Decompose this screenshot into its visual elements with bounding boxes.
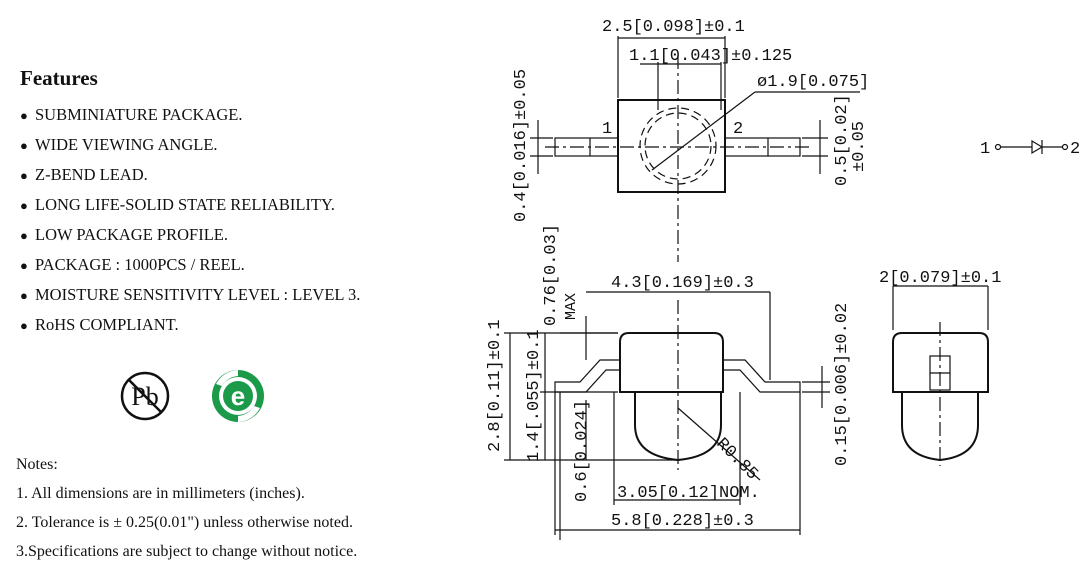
dim-top-inner: 1.1[0.043]±0.125 — [629, 47, 792, 66]
note-item: 2. Tolerance is ± 0.25(0.01") unless oth… — [16, 514, 353, 531]
dim-max-label: MAX — [563, 293, 580, 320]
dim-lead-pitch: 3.05[0.12]NOM. — [617, 484, 760, 503]
feature-item: ●LOW PACKAGE PROFILE. — [20, 220, 460, 250]
features-list: ●SUBMINIATURE PACKAGE. ●WIDE VIEWING ANG… — [20, 100, 460, 340]
bullet-icon: ● — [20, 228, 28, 243]
features-title: Features — [20, 66, 98, 90]
pin-1-label: 1 — [602, 120, 612, 139]
dim-lead-offset: 0.6[0.024] — [573, 400, 592, 502]
bullet-icon: ● — [20, 288, 28, 303]
bullet-icon: ● — [20, 108, 28, 123]
diode-schematic: 1 2 — [980, 139, 1080, 159]
side-view: 2[0.079]±0.1 — [879, 269, 1001, 466]
bullet-icon: ● — [20, 318, 28, 333]
notes-title: Notes: — [16, 456, 58, 473]
feature-item: ●WIDE VIEWING ANGLE. — [20, 130, 460, 160]
front-view: R0.85 4.3[0.169]±0.3 0.76[0.03] MAX 2.8[… — [486, 224, 852, 540]
dim-lead-right-b: ±0.05 — [850, 121, 869, 172]
dim-total-height: 2.8[0.11]±0.1 — [486, 319, 505, 452]
feature-item: ●LONG LIFE-SOLID STATE RELIABILITY. — [20, 190, 460, 220]
bullet-icon: ● — [20, 198, 28, 213]
bullet-icon: ● — [20, 258, 28, 273]
dim-height-max: 0.76[0.03] — [542, 224, 561, 326]
bullet-icon: ● — [20, 138, 28, 153]
note-item: 3.Specifications are subject to change w… — [16, 543, 358, 560]
top-view: 2.5[0.098]±0.1 1.1[0.043]±0.125 ø1.9[0.0… — [512, 18, 869, 262]
pb-free-icon: Pb — [120, 371, 170, 421]
dim-lens-dia: ø1.9[0.075] — [757, 73, 869, 92]
feature-item: ●SUBMINIATURE PACKAGE. — [20, 100, 460, 130]
dim-total-width: 5.8[0.228]±0.3 — [611, 512, 754, 531]
feature-item: ●RoHS COMPLIANT. — [20, 310, 460, 340]
dim-lead-left: 0.4[0.016]±0.05 — [512, 69, 531, 222]
feature-item: ●PACKAGE : 1000PCS / REEL. — [20, 250, 460, 280]
dim-radius: R0.85 — [712, 435, 762, 485]
dim-body-width: 4.3[0.169]±0.3 — [611, 274, 754, 293]
green-e-icon: e — [212, 370, 264, 422]
schematic-pin-b: 2 — [1070, 140, 1080, 159]
dim-body-height: 1.4[.055]±0.1 — [525, 329, 544, 462]
compliance-logos: Pb e — [120, 370, 264, 422]
dim-lead-thickness: 0.15[0.006]±0.02 — [833, 303, 852, 466]
feature-item: ●MOISTURE SENSITIVITY LEVEL : LEVEL 3. — [20, 280, 460, 310]
bullet-icon: ● — [20, 168, 28, 183]
dim-lead-right-a: 0.5[0.02] — [833, 94, 852, 186]
schematic-pin-a: 1 — [980, 140, 990, 159]
notes-section: Notes: 1. All dimensions are in millimet… — [16, 450, 456, 566]
dim-top-width: 2.5[0.098]±0.1 — [602, 18, 745, 37]
pin-2-label: 2 — [733, 120, 743, 139]
features-section: Features ●SUBMINIATURE PACKAGE. ●WIDE VI… — [20, 66, 460, 340]
dim-side-width: 2[0.079]±0.1 — [879, 269, 1001, 288]
feature-item: ●Z-BEND LEAD. — [20, 160, 460, 190]
svg-text:e: e — [231, 381, 245, 411]
note-item: 1. All dimensions are in millimeters (in… — [16, 485, 305, 502]
